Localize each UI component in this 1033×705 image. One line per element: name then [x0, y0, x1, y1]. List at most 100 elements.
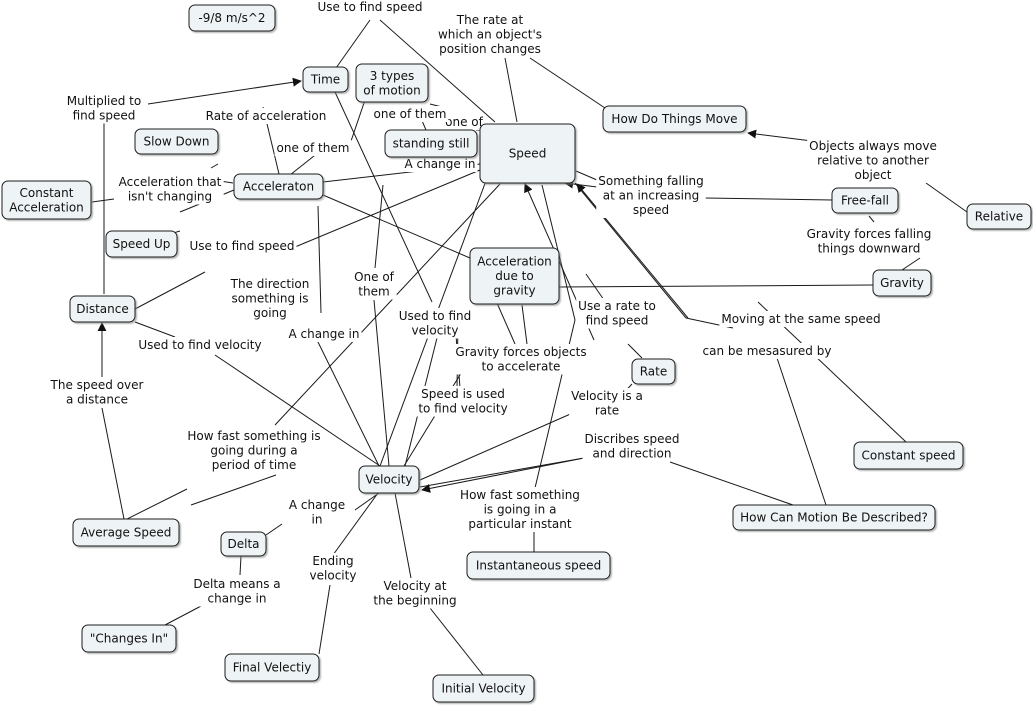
link-label-text: them [358, 285, 389, 299]
link-label-text: A change [289, 498, 345, 512]
link-label-text: Discribes speed [584, 432, 679, 446]
concept-speed[interactable]: Speed [479, 123, 576, 184]
concept-constant-speed[interactable]: Constant speed [853, 441, 964, 470]
link-label-text: Objects always move [809, 139, 937, 153]
link-label-rate-accel: Rate of acceleration [203, 108, 329, 124]
connector-line [134, 321, 176, 338]
arrow-line [421, 457, 585, 493]
link-label-text: The rate at [456, 13, 524, 27]
arrow-line [576, 183, 689, 319]
concept-standing-still[interactable]: standing still [384, 129, 478, 158]
concept-acceleraton[interactable]: Acceleraton [233, 173, 324, 200]
concept-initial-velocity[interactable]: Initial Velocity [432, 674, 535, 703]
connector-line [901, 257, 921, 271]
concept-final-velocity[interactable]: Final Velectiy [224, 653, 320, 682]
connector-line [419, 411, 576, 481]
concept-time[interactable]: Time [302, 66, 349, 93]
link-label-text: find speed [586, 314, 649, 328]
link-label-text: and direction [593, 447, 672, 461]
concept-delta[interactable]: Delta [220, 531, 267, 557]
link-label-text: Moving at the same speed [721, 312, 880, 326]
link-label-text: is going in a [484, 503, 557, 517]
link-label-one-of-them-b: one of them [371, 106, 449, 122]
concept-label: of motion [363, 83, 420, 97]
link-label-a-change-in-speed: A change in [402, 156, 478, 172]
concept-distance[interactable]: Distance [69, 295, 136, 323]
connector-line [373, 299, 390, 467]
connector-line [403, 369, 464, 467]
arrow-line [147, 77, 302, 105]
link-label-text: relative to another [817, 154, 929, 168]
concept-rate[interactable]: Rate [631, 358, 676, 385]
concept-average-speed[interactable]: Average Speed [72, 518, 180, 547]
arrow-line [747, 129, 813, 142]
concept-label: Speed Up [113, 237, 171, 251]
concept-slow-down[interactable]: Slow Down [134, 128, 219, 155]
concept-gravity[interactable]: Gravity [872, 269, 932, 297]
link-label-text: Multiplied to [67, 94, 141, 108]
link-label-text: isn't changing [128, 190, 212, 204]
link-label-text: Used to find [399, 309, 472, 323]
concept-accel-value[interactable]: -9/8 m/s^2 [188, 4, 276, 32]
concept-label: Time [310, 73, 340, 87]
link-label-text: speed [633, 203, 669, 217]
concept-how-move[interactable]: How Do Things Move [602, 105, 747, 133]
concept-label: Average Speed [81, 526, 172, 540]
connector-line [868, 215, 875, 223]
connector-line [126, 488, 188, 520]
concept-speed-up[interactable]: Speed Up [105, 230, 178, 258]
link-label-text: a distance [66, 393, 128, 407]
link-label-text: velocity [412, 324, 459, 338]
link-label-text: period of time [212, 458, 297, 472]
concept-label: Velocity [365, 473, 412, 487]
concept-label: Speed [509, 147, 547, 161]
concept-instantaneous-speed[interactable]: Instantaneous speed [466, 551, 611, 580]
link-label-one-of-them-a: one of them [274, 140, 352, 156]
link-label-text: one of them [374, 107, 447, 121]
link-label-text: Acceleration that [119, 175, 222, 189]
link-label-text: A change in [289, 327, 360, 341]
connector-line [348, 99, 366, 148]
concept-label: Final Velectiy [233, 661, 312, 675]
concept-label: due to [495, 269, 533, 283]
concept-how-described[interactable]: How Can Motion Be Described? [732, 504, 936, 531]
connector-line [210, 163, 219, 169]
link-label-text: Use to find speed [318, 0, 423, 14]
link-label-text: one of [445, 115, 483, 129]
concept-label: standing still [393, 137, 470, 151]
connector-line [521, 304, 528, 345]
link-label-text: How fast something [460, 488, 580, 502]
concept-label: gravity [493, 284, 535, 298]
connector-line [322, 194, 471, 259]
link-label-text: rate [595, 404, 619, 418]
connector-line [669, 461, 794, 506]
concept-label: Slow Down [144, 135, 210, 149]
link-label-text: The speed over [50, 378, 144, 392]
connector-line [574, 182, 687, 319]
connector-line [379, 19, 496, 123]
connector-line [575, 170, 598, 181]
concept-label: Constant [20, 186, 74, 200]
concept-label: -9/8 m/s^2 [198, 11, 265, 25]
link-label-text: which an object's [438, 28, 542, 42]
concept-label: Delta [227, 537, 259, 551]
concept-label: Distance [76, 302, 128, 316]
concept-free-fall[interactable]: Free-fall [831, 187, 899, 214]
link-label-text: Gravity forces objects [455, 345, 586, 359]
connector-line [374, 184, 384, 269]
concept-velocity[interactable]: Velocity [358, 465, 420, 494]
concept-changes-in[interactable]: "Changes In" [81, 624, 177, 653]
concept-relative[interactable]: Relative [966, 203, 1032, 230]
